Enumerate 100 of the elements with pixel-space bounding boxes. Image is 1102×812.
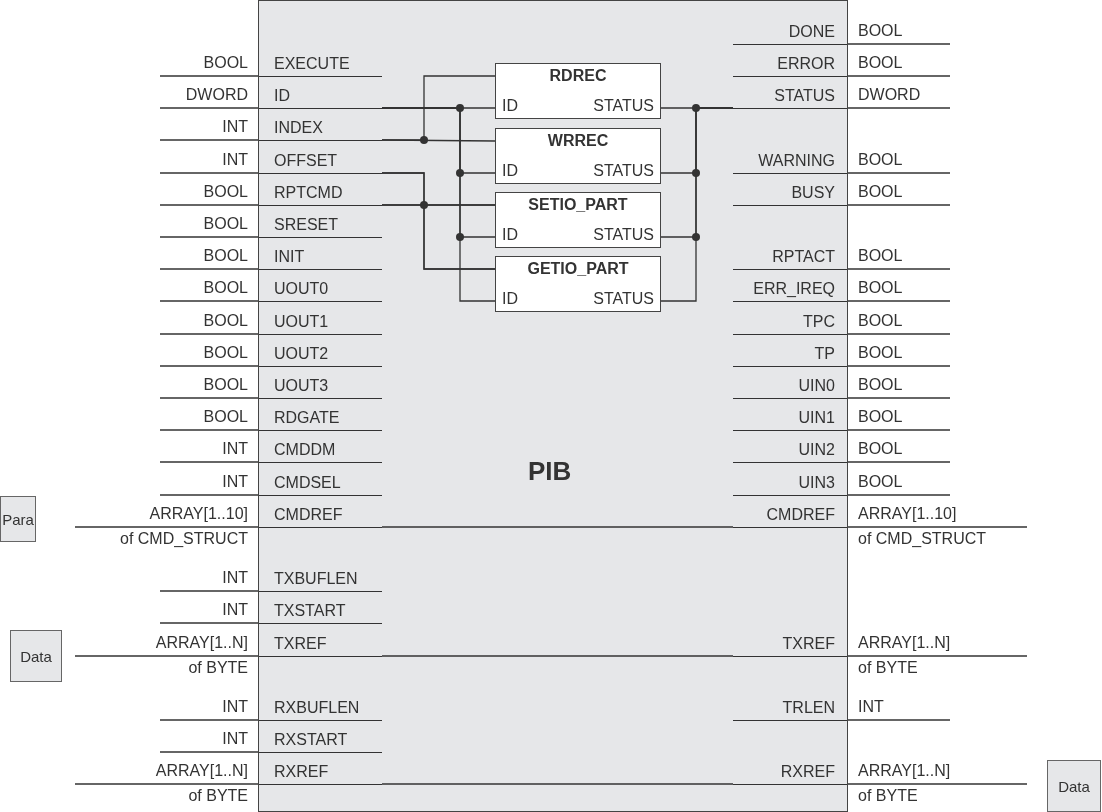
data-type: INT bbox=[221, 568, 248, 588]
function-block bbox=[495, 128, 661, 184]
data-type: BOOL bbox=[858, 311, 903, 331]
pin-name: ERR_IREQ bbox=[733, 273, 847, 302]
data-type: INT bbox=[221, 439, 248, 459]
data-type: BOOL bbox=[858, 53, 903, 73]
pin-name: UIN1 bbox=[733, 402, 847, 431]
data-type: INT bbox=[221, 117, 248, 137]
data-type: DWORD bbox=[858, 85, 921, 105]
data-type: INT bbox=[221, 150, 248, 170]
pin-name: STATUS bbox=[593, 96, 654, 116]
pin-name: CMDREF bbox=[259, 499, 382, 528]
data-type: of BYTE bbox=[858, 658, 918, 678]
data-type: BOOL bbox=[202, 182, 248, 202]
pin-name: CMDDM bbox=[259, 434, 382, 463]
pin-name: ID bbox=[502, 161, 518, 181]
data-type: ARRAY[1..N] bbox=[858, 633, 951, 653]
data-type: BOOL bbox=[858, 407, 903, 427]
pin-name: INIT bbox=[259, 241, 382, 270]
data-type: of CMD_STRUCT bbox=[858, 529, 986, 549]
data-type: BOOL bbox=[858, 150, 903, 170]
tag-box: Para bbox=[0, 496, 36, 542]
pin-name: TXSTART bbox=[259, 595, 382, 624]
block-title: GETIO_PART bbox=[527, 259, 629, 279]
pin-name: UIN3 bbox=[733, 467, 847, 496]
pin-name: ID bbox=[502, 289, 518, 309]
data-type: BOOL bbox=[858, 21, 903, 41]
data-type: BOOL bbox=[858, 278, 903, 298]
pin-name: UIN2 bbox=[733, 434, 847, 463]
pin-name: RPTCMD bbox=[259, 177, 382, 206]
block-name: PIB bbox=[528, 456, 572, 486]
connection-line bbox=[381, 139, 496, 142]
connection-line bbox=[381, 526, 734, 528]
pin-name: UOUT3 bbox=[259, 370, 382, 399]
data-type: INT bbox=[221, 729, 248, 749]
tag-box: Data bbox=[1047, 760, 1101, 812]
function-block bbox=[495, 63, 661, 119]
pin-name: UOUT1 bbox=[259, 306, 382, 335]
pin-name: RXSTART bbox=[259, 724, 382, 753]
block-title: SETIO_PART bbox=[528, 195, 628, 215]
data-type: DWORD bbox=[184, 85, 248, 105]
pin-name: RPTACT bbox=[733, 241, 847, 270]
pin-name: TXREF bbox=[259, 628, 382, 657]
data-type: ARRAY[1..N] bbox=[858, 761, 951, 781]
function-block bbox=[495, 192, 661, 248]
pin-name: TRLEN bbox=[733, 692, 847, 721]
connection-line bbox=[381, 204, 496, 270]
data-type: ARRAY[1..N] bbox=[154, 633, 248, 653]
data-type: BOOL bbox=[202, 278, 248, 298]
pin-name: ERROR bbox=[733, 48, 847, 77]
data-type: ARRAY[1..10] bbox=[858, 504, 957, 524]
pin-name: SRESET bbox=[259, 209, 382, 238]
data-type: BOOL bbox=[858, 375, 903, 395]
pin-name: CMDSEL bbox=[259, 467, 382, 496]
data-type: BOOL bbox=[858, 472, 903, 492]
data-type: BOOL bbox=[858, 246, 903, 266]
pin-name: TPC bbox=[733, 306, 847, 335]
pin-name: RDGATE bbox=[259, 402, 382, 431]
pin-name: ID bbox=[502, 96, 518, 116]
pin-name: RXREF bbox=[733, 756, 847, 785]
data-type: BOOL bbox=[202, 53, 248, 73]
connection-line bbox=[381, 655, 734, 657]
data-type: of BYTE bbox=[187, 786, 248, 806]
pin-name: DONE bbox=[733, 16, 847, 45]
pin-name: BUSY bbox=[733, 177, 847, 206]
data-type: BOOL bbox=[202, 246, 248, 266]
pin-name: RXREF bbox=[259, 756, 382, 785]
data-type: BOOL bbox=[858, 182, 903, 202]
data-type: BOOL bbox=[202, 343, 248, 363]
pin-name: OFFSET bbox=[259, 145, 382, 174]
pin-name: UOUT2 bbox=[259, 338, 382, 367]
data-type: ARRAY[1..N] bbox=[154, 761, 248, 781]
data-type: ARRAY[1..10] bbox=[148, 504, 248, 524]
pin-name: CMDREF bbox=[733, 499, 847, 528]
data-type: INT bbox=[221, 472, 248, 492]
data-type: BOOL bbox=[202, 311, 248, 331]
pin-name: STATUS bbox=[593, 289, 654, 309]
connection-line bbox=[660, 107, 734, 302]
pin-name: UIN0 bbox=[733, 370, 847, 399]
data-type: of CMD_STRUCT bbox=[119, 529, 248, 549]
pin-name: STATUS bbox=[733, 80, 847, 109]
pin-name: TXREF bbox=[733, 628, 847, 657]
pin-name: WARNING bbox=[733, 145, 847, 174]
pin-name: ID bbox=[502, 225, 518, 245]
pin-name: RXBUFLEN bbox=[259, 692, 382, 721]
pin-name: INDEX bbox=[259, 112, 382, 141]
block-title: RDREC bbox=[549, 66, 607, 86]
data-type: INT bbox=[858, 697, 884, 717]
data-type: BOOL bbox=[202, 407, 248, 427]
data-type: BOOL bbox=[858, 343, 903, 363]
block-title: WRREC bbox=[547, 131, 609, 151]
pin-name: TP bbox=[733, 338, 847, 367]
pin-name: STATUS bbox=[593, 225, 654, 245]
pin-name: STATUS bbox=[593, 161, 654, 181]
data-type: INT bbox=[221, 600, 248, 620]
tag-box: Data bbox=[10, 630, 62, 682]
pin-name: UOUT0 bbox=[259, 273, 382, 302]
pin-name: ID bbox=[259, 80, 382, 109]
data-type: BOOL bbox=[202, 214, 248, 234]
connection-line bbox=[381, 783, 734, 785]
